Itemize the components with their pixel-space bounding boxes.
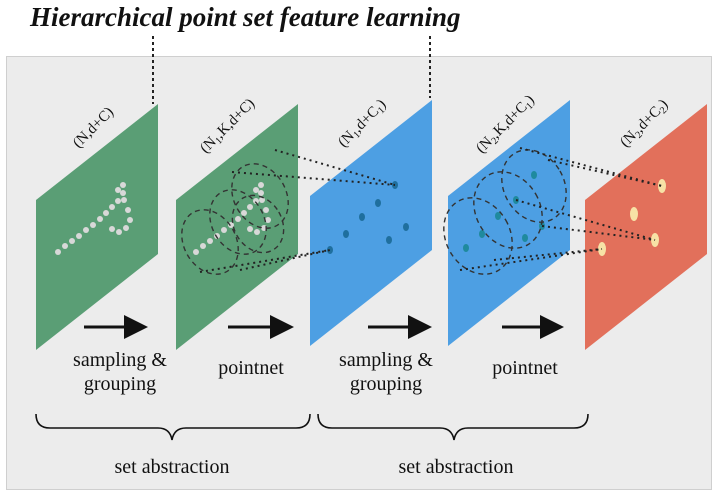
layer-plane-4 — [448, 100, 570, 346]
layer-plane-2 — [176, 104, 298, 350]
step-label-3: sampling & grouping — [339, 349, 433, 395]
brace-2 — [317, 413, 589, 441]
layer-plane-3 — [310, 100, 432, 346]
projection-lines — [199, 147, 663, 273]
layer-2-points — [193, 182, 271, 255]
layer-plane-5 — [585, 104, 707, 350]
layer-1-points — [55, 182, 133, 255]
layer-5-points — [598, 179, 666, 256]
brace-1 — [35, 413, 311, 441]
layer-2-groups — [181, 163, 289, 275]
step-label-1: sampling & grouping — [73, 349, 167, 395]
layer-4-groups — [443, 149, 567, 275]
step-label-4: pointnet — [492, 357, 558, 379]
layer-3-points — [327, 181, 409, 254]
step-label-2: pointnet — [218, 357, 284, 379]
set-abstraction-label-2: set abstraction — [398, 456, 514, 478]
diagram-title: Hierarchical point set feature learning — [30, 2, 461, 32]
set-abstraction-label-1: set abstraction — [114, 456, 230, 478]
layer-plane-1 — [36, 104, 158, 350]
